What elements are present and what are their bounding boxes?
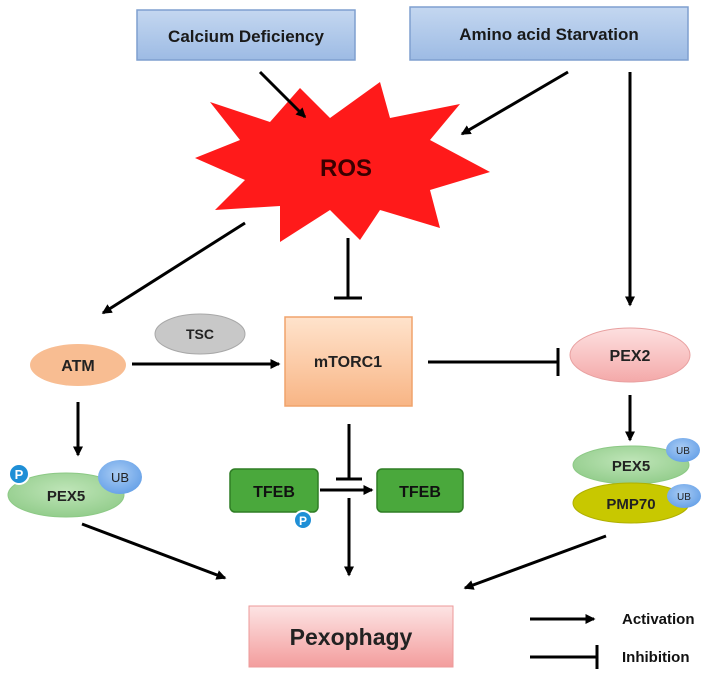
pex5-left-complex: PEX5 P UB: [7, 460, 142, 518]
tfeb-phosphorylated: TFEB P: [229, 468, 319, 530]
pexophagy-node: Pexophagy: [248, 605, 454, 668]
ub-badge-right-top: UB: [666, 438, 700, 462]
arrow-pmp70-to-pexophagy: [463, 534, 607, 590]
svg-text:P: P: [15, 467, 24, 482]
svg-text:UB: UB: [676, 446, 690, 457]
atm-node: ATM: [30, 344, 126, 386]
pex5-pmp70-right-complex: PEX5 UB PMP70 UB: [572, 438, 701, 524]
tfeb-left-label: TFEB: [253, 484, 295, 501]
ros-starburst: ROS: [195, 82, 490, 242]
arrow-calcium-to-ros: [258, 70, 307, 119]
tfeb-right-label: TFEB: [399, 484, 441, 501]
inhibition-lines: [334, 238, 560, 481]
ros-label: ROS: [320, 155, 372, 182]
mtorc1-node: mTORC1: [284, 316, 413, 407]
pex2-label: PEX2: [610, 348, 651, 365]
tsc-label: TSC: [186, 326, 214, 342]
activation-arrows: [73, 70, 635, 590]
tsc-node: TSC: [154, 313, 246, 355]
amino-acid-starvation-label: Amino acid Starvation: [459, 25, 638, 44]
pexophagy-label: Pexophagy: [290, 624, 413, 650]
pex5-right-label: PEX5: [612, 458, 650, 475]
mtorc1-label: mTORC1: [314, 354, 382, 371]
legend-inhibition-label: Inhibition: [622, 649, 689, 666]
ub-badge-right-bottom: UB: [667, 484, 701, 508]
legend: Activation Inhibition: [530, 611, 695, 669]
arrow-ros-to-atm: [101, 221, 246, 315]
ub-badge-left: UB: [98, 460, 142, 494]
arrow-pex5-to-pexophagy: [81, 522, 227, 580]
phospho-badge-left: P: [8, 463, 30, 485]
pex5-left-label: PEX5: [47, 488, 85, 505]
tfeb-active: TFEB: [376, 468, 464, 513]
svg-text:UB: UB: [677, 492, 691, 503]
phospho-badge-tfeb: P: [293, 510, 313, 530]
calcium-deficiency-label: Calcium Deficiency: [168, 27, 324, 46]
pmp70-label: PMP70: [606, 496, 655, 513]
pex2-node: PEX2: [569, 327, 691, 383]
calcium-deficiency-box: Calcium Deficiency: [136, 9, 356, 61]
atm-label: ATM: [61, 358, 94, 375]
legend-activation-label: Activation: [622, 611, 695, 628]
svg-text:P: P: [299, 514, 307, 528]
arrow-amino-to-ros: [460, 70, 569, 136]
svg-text:UB: UB: [111, 470, 129, 485]
amino-acid-starvation-box: Amino acid Starvation: [409, 6, 689, 61]
